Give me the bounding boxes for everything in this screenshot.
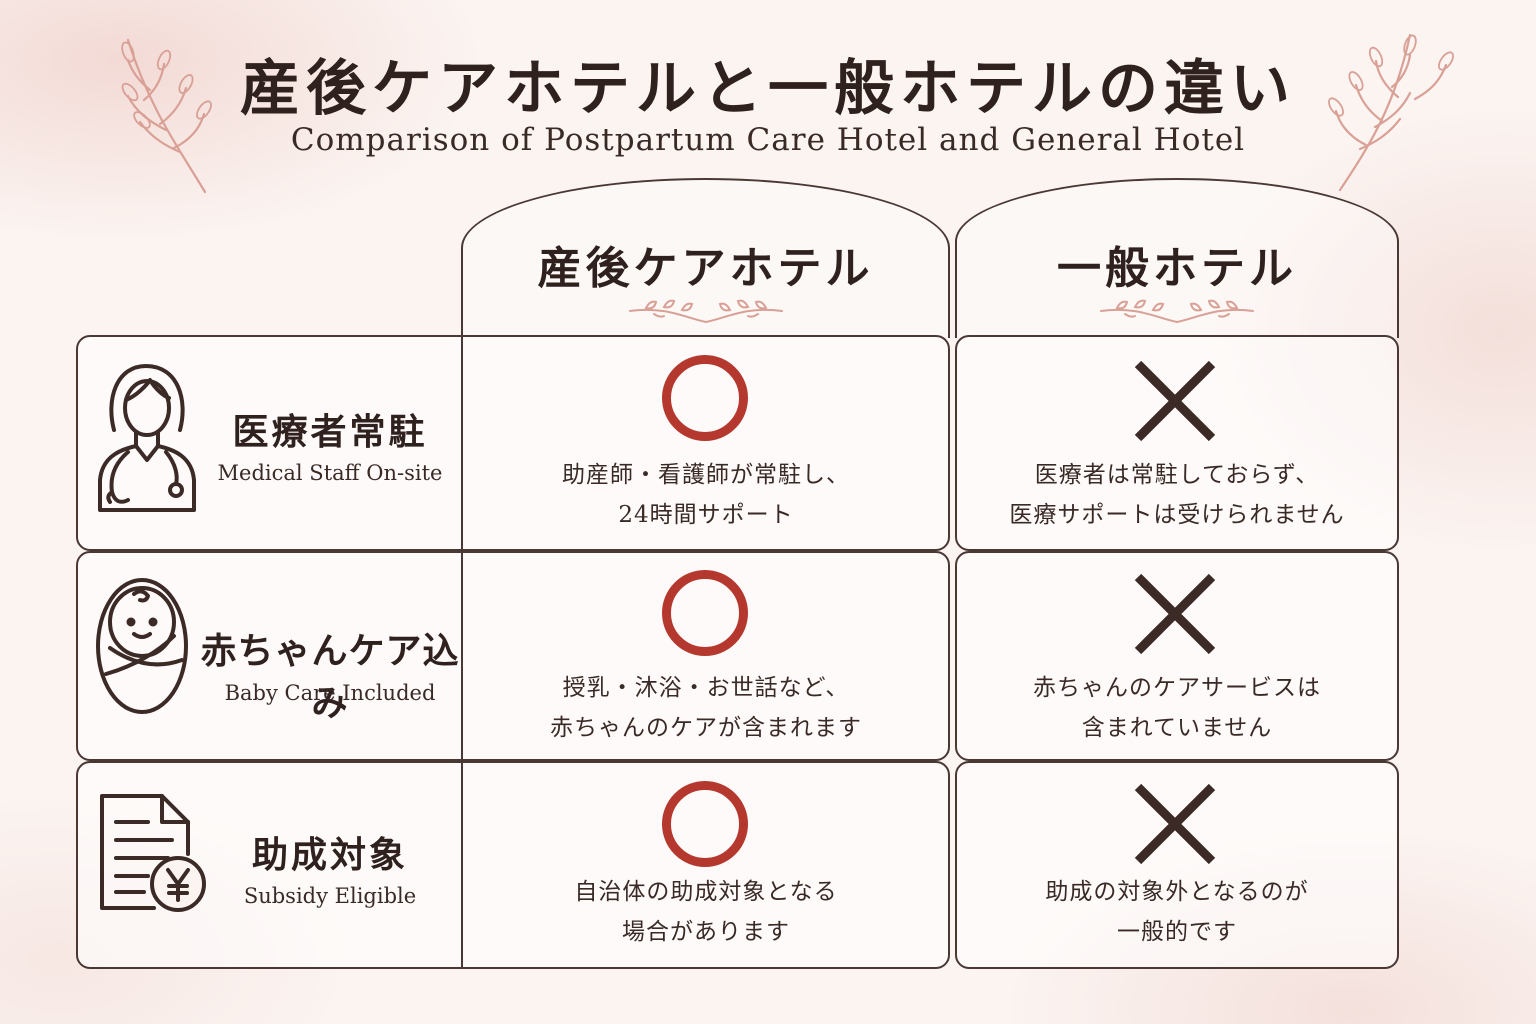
general-hotel-description: 赤ちゃんのケアサービスは 含まれていません — [1033, 675, 1321, 741]
comparison-cell-general-medical — [955, 335, 1399, 551]
leaf-divider-icon — [1100, 299, 1254, 324]
care-hotel-description: 助産師・看護師が常駐し、 24時間サポート — [562, 462, 850, 528]
care-hotel-description: 授乳・沐浴・お世話など、 赤ちゃんのケアが含まれます — [550, 675, 862, 741]
swaddled-baby-icon — [96, 578, 188, 714]
unavailable-cross-icon — [1134, 573, 1216, 655]
nurse-icon — [98, 364, 196, 512]
general-hotel-description: 助成の対象外となるのが 一般的です — [1045, 879, 1309, 945]
branch-left-icon — [121, 38, 212, 194]
unavailable-cross-icon — [1134, 360, 1216, 442]
row-label-ja: 医療者常駐 — [232, 411, 428, 453]
row-label-en: Medical Staff On-site — [217, 461, 443, 485]
column-title-general-hotel: 一般ホテル — [1057, 243, 1297, 294]
row-label-en: Baby Care Included — [224, 681, 436, 705]
available-circle-icon — [662, 355, 748, 441]
column-divider — [461, 551, 463, 761]
row-label-ja: 赤ちゃんケア込み — [200, 630, 460, 724]
comparison-row-subsidy — [76, 761, 950, 969]
comparison-cell-general-baby-care — [955, 551, 1399, 761]
branch-right-icon — [1328, 33, 1454, 192]
available-circle-icon — [662, 570, 748, 656]
row-label-ja: 助成対象 — [251, 834, 408, 876]
column-header-care-hotel: 産後ケアホテル — [461, 178, 950, 338]
column-divider — [461, 761, 463, 969]
available-circle-icon — [662, 781, 748, 867]
comparison-cell-general-subsidy — [955, 761, 1399, 969]
document-yen-icon — [100, 794, 206, 912]
page-title: 産後ケアホテルと一般ホテルの違い — [240, 54, 1296, 124]
general-hotel-description: 医療者は常駐しておらず、 医療サポートは受けられません — [1009, 462, 1345, 528]
column-header-general-hotel: 一般ホテル — [955, 178, 1399, 338]
column-title-care-hotel: 産後ケアホテル — [537, 243, 874, 294]
unavailable-cross-icon — [1134, 783, 1216, 865]
comparison-row-baby-care — [76, 551, 950, 761]
comparison-row-medical — [76, 335, 950, 551]
care-hotel-description: 自治体の助成対象となる 場合があります — [574, 879, 838, 945]
column-divider — [461, 335, 463, 551]
page-subtitle: Comparison of Postpartum Care Hotel and … — [290, 122, 1246, 158]
leaf-divider-icon — [628, 299, 783, 324]
row-label-en: Subsidy Eligible — [243, 884, 417, 908]
